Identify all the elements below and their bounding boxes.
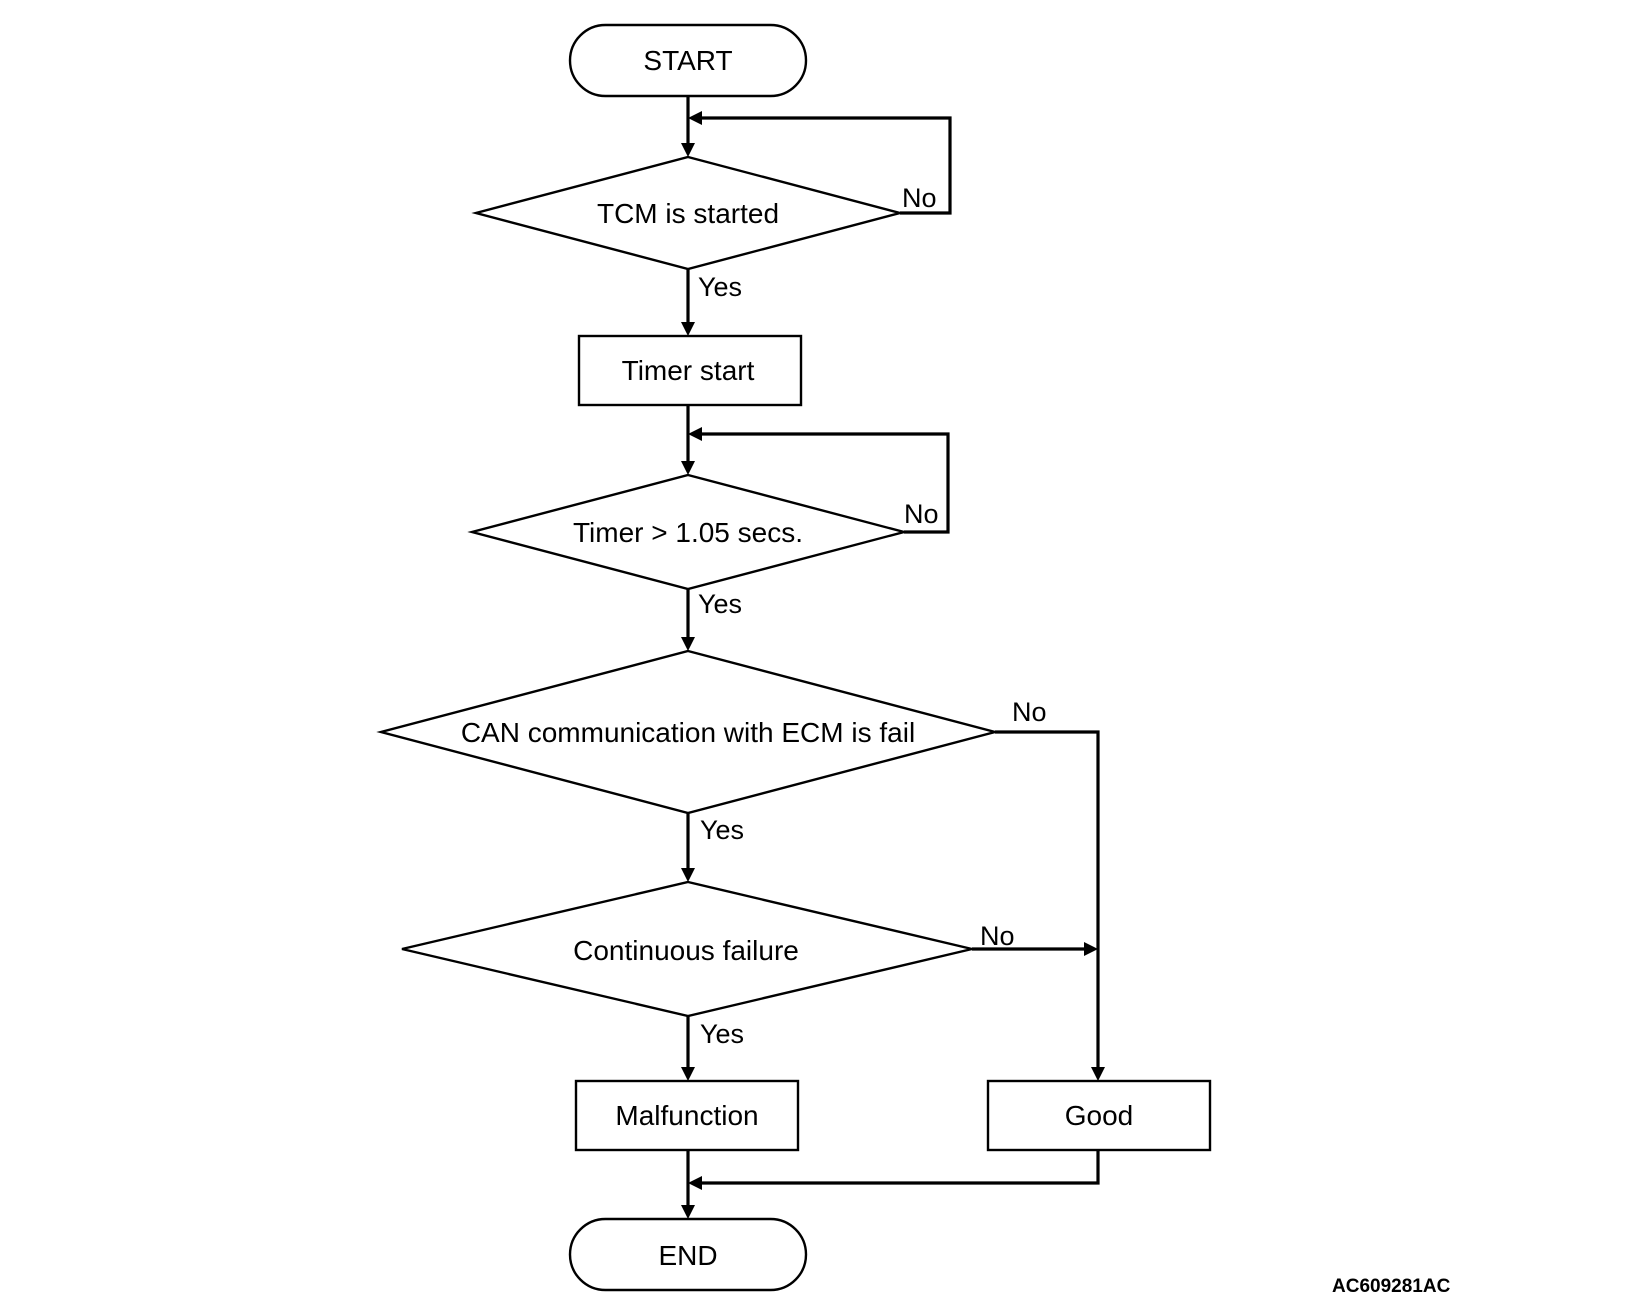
timer-yes-label: Yes: [698, 589, 742, 619]
timer-no-label: No: [904, 499, 939, 529]
can-fail-decision-label: CAN communication with ECM is fail: [461, 717, 915, 748]
end-terminal-label: END: [658, 1240, 717, 1271]
good-process-label: Good: [1065, 1100, 1134, 1131]
arrowhead-malfunction-to-end: [681, 1205, 695, 1219]
tcm-no-label: No: [902, 183, 937, 213]
timer-check-decision-label: Timer > 1.05 secs.: [573, 517, 803, 548]
figure-code: AC609281AC: [1332, 1276, 1451, 1297]
continuous-failure-decision-label: Continuous failure: [573, 935, 799, 966]
can-no-label: No: [1012, 697, 1047, 727]
arrowhead-can-no: [1091, 1067, 1105, 1081]
can-yes-label: Yes: [700, 815, 744, 845]
timer-start-process-label: Timer start: [622, 355, 755, 386]
timer-start-process: [577, 334, 803, 407]
connector-can-no: [995, 730, 1100, 1069]
tcm-started-decision-label: TCM is started: [597, 198, 779, 229]
good-process: [986, 1079, 1212, 1152]
arrowhead-continuous-no: [1084, 942, 1098, 956]
continuous-yes-label: Yes: [700, 1019, 744, 1049]
arrowhead-start-to-tcm: [681, 143, 695, 157]
arrowhead-timer-no-loop: [688, 427, 702, 441]
arrowhead-tcm-no-loop: [688, 111, 702, 125]
connector-good-to-end: [700, 1150, 1100, 1185]
arrowhead-good-to-end: [688, 1176, 702, 1190]
malfunction-process-label: Malfunction: [615, 1100, 758, 1131]
connector-timer-no-loop: [700, 432, 950, 534]
start-terminal-label: START: [643, 45, 732, 76]
arrowhead-can-yes: [681, 868, 695, 882]
arrowhead-timerstart-to-check: [681, 461, 695, 475]
arrowhead-tcm-yes: [681, 322, 695, 336]
tcm-yes-label: Yes: [698, 272, 742, 302]
arrowhead-timer-yes: [681, 637, 695, 651]
connector-tcm-no-loop: [700, 116, 952, 215]
arrowhead-continuous-yes: [681, 1067, 695, 1081]
continuous-no-label: No: [980, 921, 1015, 951]
